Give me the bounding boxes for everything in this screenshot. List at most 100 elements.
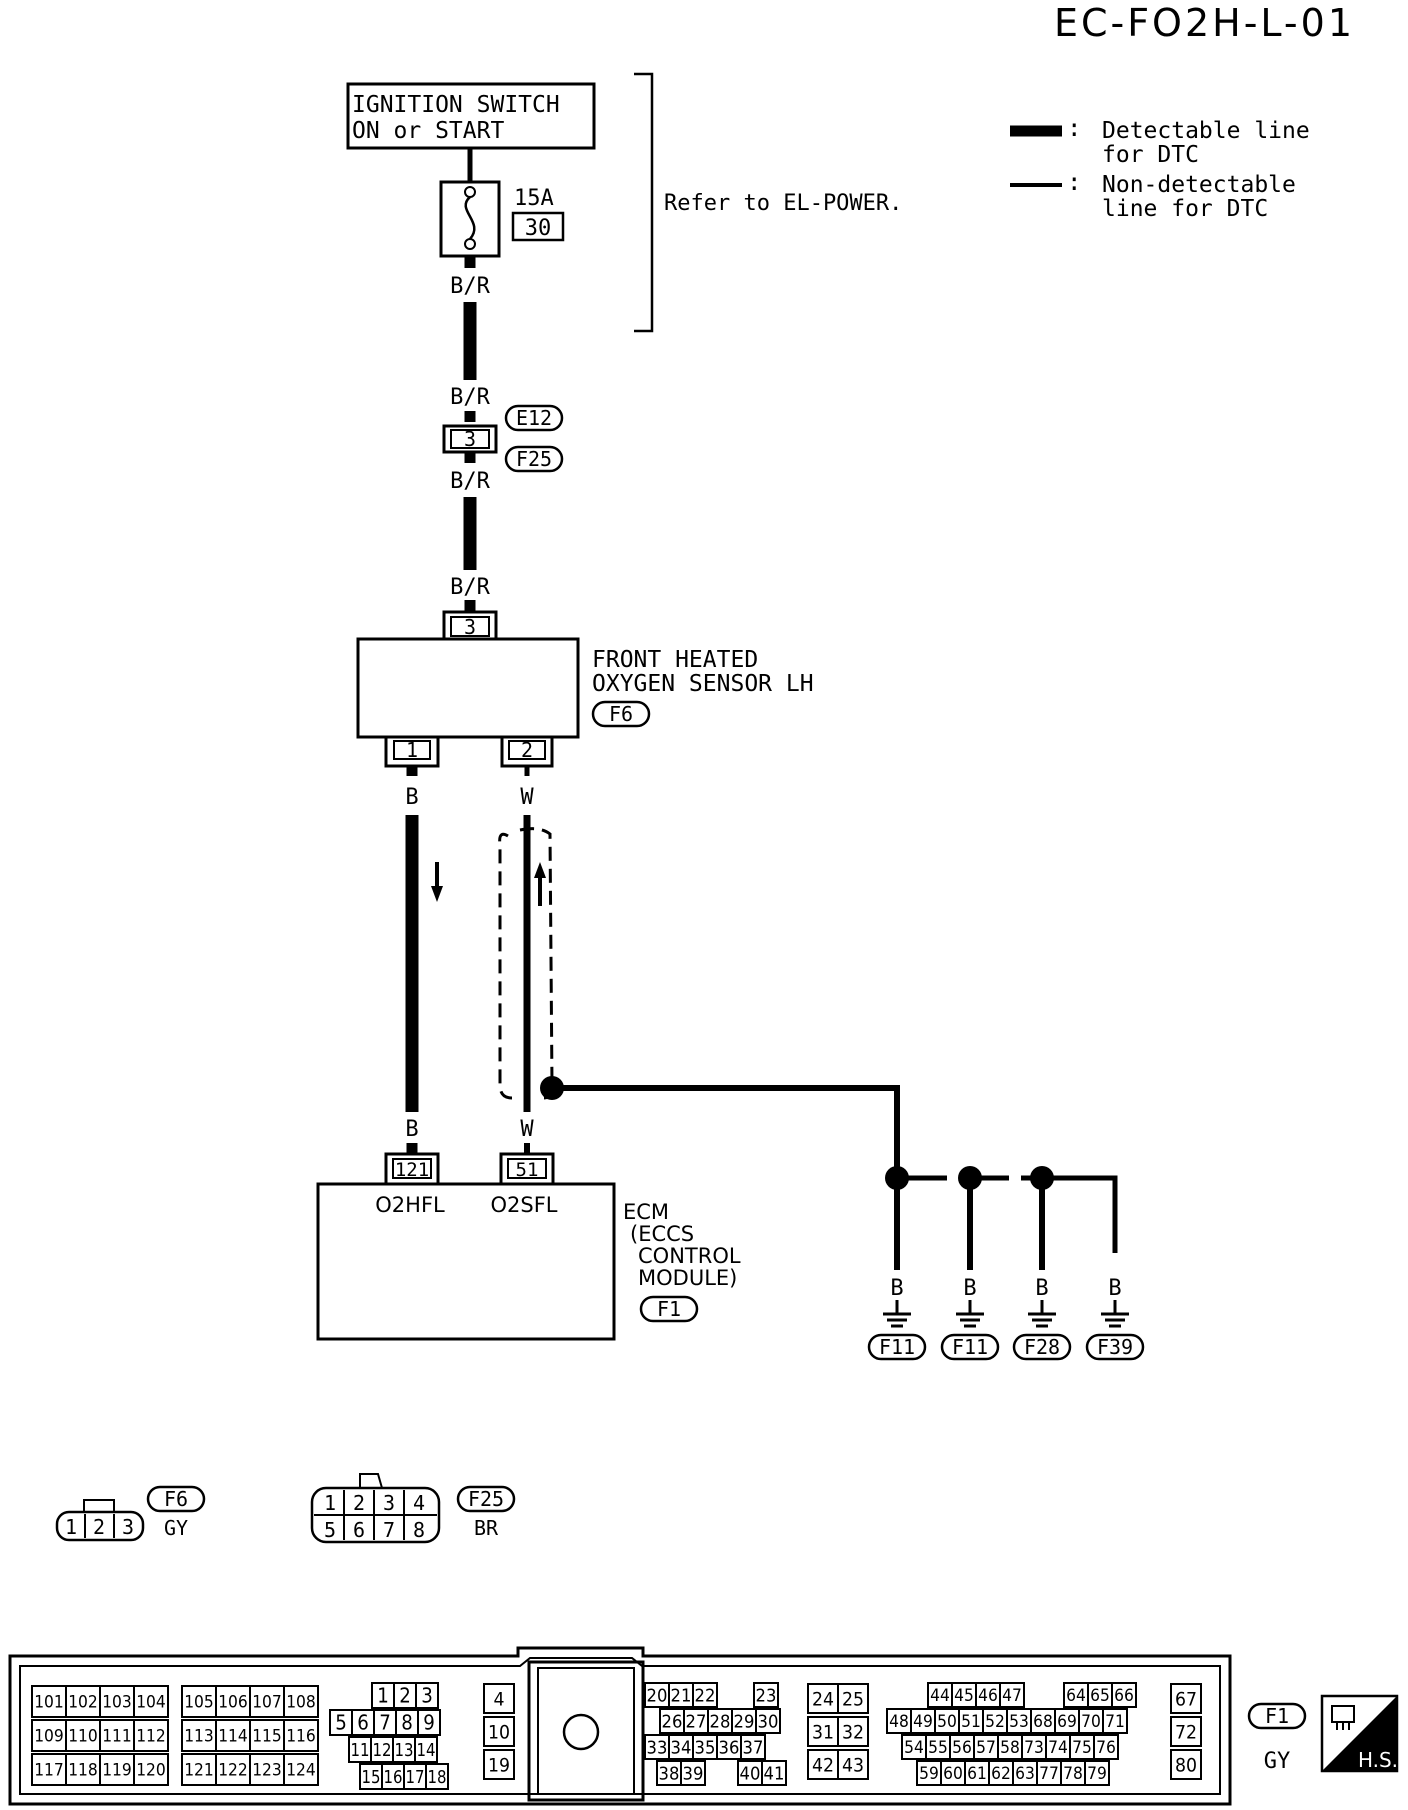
ecm-pin-number: 39 xyxy=(683,1763,704,1784)
ecm-pin-cell xyxy=(999,1682,1025,1708)
ecm-pin-number: 23 xyxy=(756,1685,777,1706)
ecm-pin-number: 115 xyxy=(252,1727,282,1747)
ecm-pin-number: 71 xyxy=(1105,1712,1125,1732)
ground-f39: B F39 xyxy=(1085,1276,1145,1361)
ecm-pin-number: 19 xyxy=(488,1754,510,1776)
ecm-pin-number: 106 xyxy=(218,1693,248,1713)
ecm-pin-cell xyxy=(483,1683,515,1714)
ecm-pin-number: 64 xyxy=(1066,1686,1086,1706)
f6-pin-1: 1 xyxy=(65,1515,77,1539)
ecm-pin-number: 45 xyxy=(954,1686,974,1706)
ecm-pin-number: 68 xyxy=(1033,1712,1053,1732)
ecm-pin-number: 59 xyxy=(919,1764,939,1784)
ecm-pin-cell xyxy=(483,1716,515,1747)
ecm-pin-number: 11 xyxy=(351,1740,370,1761)
ecm-pin-number: 123 xyxy=(252,1761,282,1781)
ecm-pin-cell xyxy=(133,1719,169,1752)
ecm-pin-number: 15 xyxy=(362,1767,381,1788)
ecm-pin-number: 120 xyxy=(136,1761,166,1781)
ecm-pin-number: 113 xyxy=(184,1727,214,1747)
ecm-pin-number: 31 xyxy=(812,1721,834,1743)
ecm-pin-number: 69 xyxy=(1057,1712,1077,1732)
ecm-pin-number: 73 xyxy=(1024,1738,1044,1758)
ground-label-f28: F28 xyxy=(1024,1335,1060,1359)
shield-ground-wire xyxy=(540,1076,1118,1270)
ecm-pin-number: 32 xyxy=(842,1721,864,1743)
ecm-pin-number: 12 xyxy=(373,1740,392,1761)
sensor-label-1: FRONT HEATED xyxy=(592,647,758,673)
f25-pin-4: 4 xyxy=(413,1491,425,1515)
ecm-pin-number: 41 xyxy=(764,1763,785,1784)
ecm-pin-number: 30 xyxy=(758,1711,779,1732)
ecm-pin-number: 46 xyxy=(978,1686,998,1706)
ecm-label-3: CONTROL xyxy=(638,1244,741,1268)
ecm-pin-cell xyxy=(753,1682,779,1708)
f25-pin-2: 2 xyxy=(353,1491,365,1515)
ecm-pin-number: 7 xyxy=(379,1711,391,1735)
ground-f11-b: B F11 xyxy=(940,1276,1000,1361)
ecm-pin-number: 9 xyxy=(423,1711,435,1735)
ecm-pin-cell xyxy=(414,1736,438,1763)
oxygen-sensor: 3 FRONT HEATED OXYGEN SENSOR LH F6 1 2 xyxy=(356,610,814,768)
connector-e12-f25: 3 E12 F25 xyxy=(442,404,564,473)
ecm-pin-number: 63 xyxy=(1015,1764,1035,1784)
ecm-pin-number: 55 xyxy=(928,1738,948,1758)
ecm-pin-cell xyxy=(133,1753,169,1786)
ecm-pin-number: 47 xyxy=(1002,1686,1022,1706)
ecm-pin-number: 35 xyxy=(695,1737,716,1758)
ecm-pin-number: 108 xyxy=(286,1693,316,1713)
wire-label-br-4: B/R xyxy=(450,575,490,600)
ecm-terminal-o2hfl: O2HFL xyxy=(375,1193,445,1217)
ground-wire-label-2: B xyxy=(963,1276,976,1301)
ecm-pin-cell xyxy=(740,1734,766,1760)
f25-pin-3: 3 xyxy=(383,1491,395,1515)
ecm-pin-cell xyxy=(837,1749,869,1780)
ecm-pin-number: 49 xyxy=(913,1712,933,1732)
fuse-rating: 15A xyxy=(514,186,554,211)
ecm-pin-number: 37 xyxy=(743,1737,764,1758)
sensor-pin-1: 1 xyxy=(406,738,418,762)
ecm-pin-number: 101 xyxy=(34,1693,64,1713)
pin-3-e12: 3 xyxy=(464,427,476,451)
ecm-pin-cell xyxy=(680,1760,706,1786)
wire-label-w-2: W xyxy=(520,1117,534,1142)
f6-pin-2: 2 xyxy=(93,1515,105,1539)
wire-label-b-2: B xyxy=(405,1117,418,1142)
ecm-pin-number: 124 xyxy=(286,1761,316,1781)
ecm-pin-number: 74 xyxy=(1048,1738,1068,1758)
ecm-pin-number: 119 xyxy=(102,1761,132,1781)
ecm-pin-cell xyxy=(1170,1749,1202,1780)
ecm-pin-number: 67 xyxy=(1175,1688,1197,1710)
ecm-pin-number: 16 xyxy=(384,1767,403,1788)
ecm-pin-number: 3 xyxy=(421,1684,433,1708)
ground-label-f39: F39 xyxy=(1097,1335,1133,1359)
ecm-label-4: MODULE) xyxy=(638,1266,737,1290)
ecm-pin-number: 50 xyxy=(937,1712,957,1732)
ecm-pin-cell xyxy=(1102,1708,1128,1734)
legend-nondetectable-1: Non-detectable xyxy=(1102,172,1296,198)
connector-label-f25: F25 xyxy=(516,447,552,471)
ecm-face-label: F1 xyxy=(1265,1704,1289,1728)
ecm-pin-number: 5 xyxy=(335,1711,347,1735)
ecm-pin-number: 18 xyxy=(428,1767,447,1788)
ecm-pin-number: 109 xyxy=(34,1727,64,1747)
fuse: 15A 30 xyxy=(439,148,565,258)
ecm-pin-number: 76 xyxy=(1096,1738,1116,1758)
ecm-pin-number: 80 xyxy=(1175,1754,1197,1776)
ecm-pin-number: 72 xyxy=(1175,1721,1197,1743)
harness-side-icon: H.S. xyxy=(1320,1694,1399,1773)
ecm-label-1: ECM xyxy=(623,1200,669,1224)
ecm-terminal-o2sfl: O2SFL xyxy=(491,1193,558,1217)
ecm-face-color: GY xyxy=(1264,1749,1291,1774)
ecm-label-2: (ECCS xyxy=(630,1222,694,1246)
ecm-pin-cell xyxy=(761,1760,787,1786)
ecm-pin-number: 40 xyxy=(740,1763,761,1784)
legend-colon-2: : xyxy=(1067,168,1081,196)
ecm-pin-number: 38 xyxy=(659,1763,680,1784)
ecm-pin-cell xyxy=(1084,1760,1110,1786)
f6-pin-3: 3 xyxy=(122,1515,134,1539)
f25-color: BR xyxy=(474,1516,499,1540)
legend-colon-1: : xyxy=(1067,114,1081,142)
ecm-pin-number: 21 xyxy=(671,1685,692,1706)
